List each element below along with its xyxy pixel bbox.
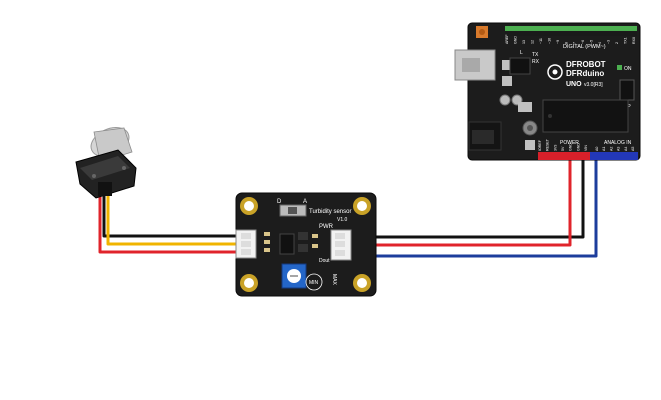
pwr-label: PWR: [319, 224, 334, 230]
brand-line2: DFRduino: [566, 69, 604, 78]
icsp-header: [619, 79, 635, 101]
power-pin-label: RESET: [546, 138, 550, 151]
digital-pin-label: ~6: [581, 40, 585, 44]
dfrobot-logo-icon: [547, 64, 563, 80]
analog-pin-label: A2: [609, 147, 613, 151]
power-pin-label: GND: [576, 143, 580, 151]
arduino-uno-board: DIGITAL (PWM~) TX RX L: [454, 22, 641, 161]
digital-pin-label: TX1: [624, 37, 628, 44]
dout-label: Dout: [319, 258, 330, 264]
digital-pin-label: AREF: [505, 34, 509, 44]
output-connector: [330, 229, 352, 261]
board-version: V1.0: [337, 217, 348, 223]
digital-pin-label: ~9: [556, 40, 560, 44]
analog-pin-label: A0: [595, 147, 599, 151]
analog-pin-label: A5: [631, 147, 635, 151]
analog-pin-label: A1: [602, 147, 606, 151]
power-pin-label: VIN: [584, 145, 588, 151]
digital-pin-label: 13: [522, 40, 526, 44]
power-pin-label: 3V3: [553, 145, 557, 151]
version-label: v3.0[R3]: [584, 82, 603, 88]
wire-yellow-probe: [106, 196, 238, 246]
power-analog-header: [538, 152, 638, 160]
mounting-holes: [240, 197, 371, 292]
brand-line1: DFROBOT: [566, 60, 606, 69]
wire-black-arduino: [350, 160, 585, 239]
digital-pin-label: ~3: [607, 40, 611, 44]
digital-pin-label: ~11: [539, 38, 543, 44]
tx-label: TX: [532, 52, 539, 58]
crystal-oscillator: [518, 102, 532, 112]
turbidity-sensor-board: D A Turbidity sensor V1.0 PWR Dout: [235, 192, 377, 297]
usb-port: [454, 49, 496, 81]
digital-header: [505, 26, 637, 36]
digital-pin-label: 4: [598, 42, 602, 44]
digital-label: DIGITAL (PWM~): [563, 44, 606, 50]
sensitivity-potentiometer[interactable]: [281, 263, 307, 289]
wire-black-probe: [102, 196, 238, 238]
wire-red-arduino: [350, 160, 572, 247]
microcontroller-chip: [542, 99, 629, 133]
digital-pin-label: 8: [564, 42, 568, 44]
analog-pin-label: A4: [624, 147, 628, 151]
min-label: MIN: [309, 280, 319, 286]
on-label: ON: [624, 66, 632, 72]
wire-red-probe: [98, 196, 238, 254]
digital-pin-label: 2: [615, 42, 619, 44]
analog-pin-label: A3: [617, 147, 621, 151]
board-title: Turbidity sensor: [309, 209, 351, 215]
digital-pin-label: ~10: [547, 38, 551, 44]
switch-label-a: A: [303, 199, 307, 205]
analog-label: ANALOG IN: [604, 140, 632, 146]
digital-pin-label: GND: [513, 36, 517, 44]
max-label: MAX: [331, 274, 337, 286]
digital-pin-label: RX0: [632, 37, 636, 44]
turbidity-probe: [75, 126, 137, 199]
power-pin-label: IOREF: [538, 139, 542, 151]
digital-pin-label: 7: [573, 42, 577, 44]
pin-labels: AREF GND 13 12 ~11 ~10 ~9 8 7 ~6 ~5 4 ~3 2 TX1 RX0IOREF…: [505, 34, 636, 151]
switch-label-d: D: [277, 199, 282, 205]
digital-pin-label: 12: [530, 40, 534, 44]
probe-connector: [235, 229, 257, 259]
wires: [98, 160, 598, 258]
power-jack: [468, 121, 502, 151]
model-label: UNO: [566, 81, 582, 88]
power-pin-label: GND: [569, 143, 573, 151]
power-pin-label: 5V: [561, 146, 565, 151]
wire-blue-arduino: [350, 160, 598, 258]
rx-label: RX: [532, 59, 540, 65]
digital-pin-label: ~5: [590, 40, 594, 44]
op-amp-chip: [279, 233, 295, 255]
power-label: POWER: [560, 140, 579, 146]
l-label: L: [520, 50, 523, 56]
